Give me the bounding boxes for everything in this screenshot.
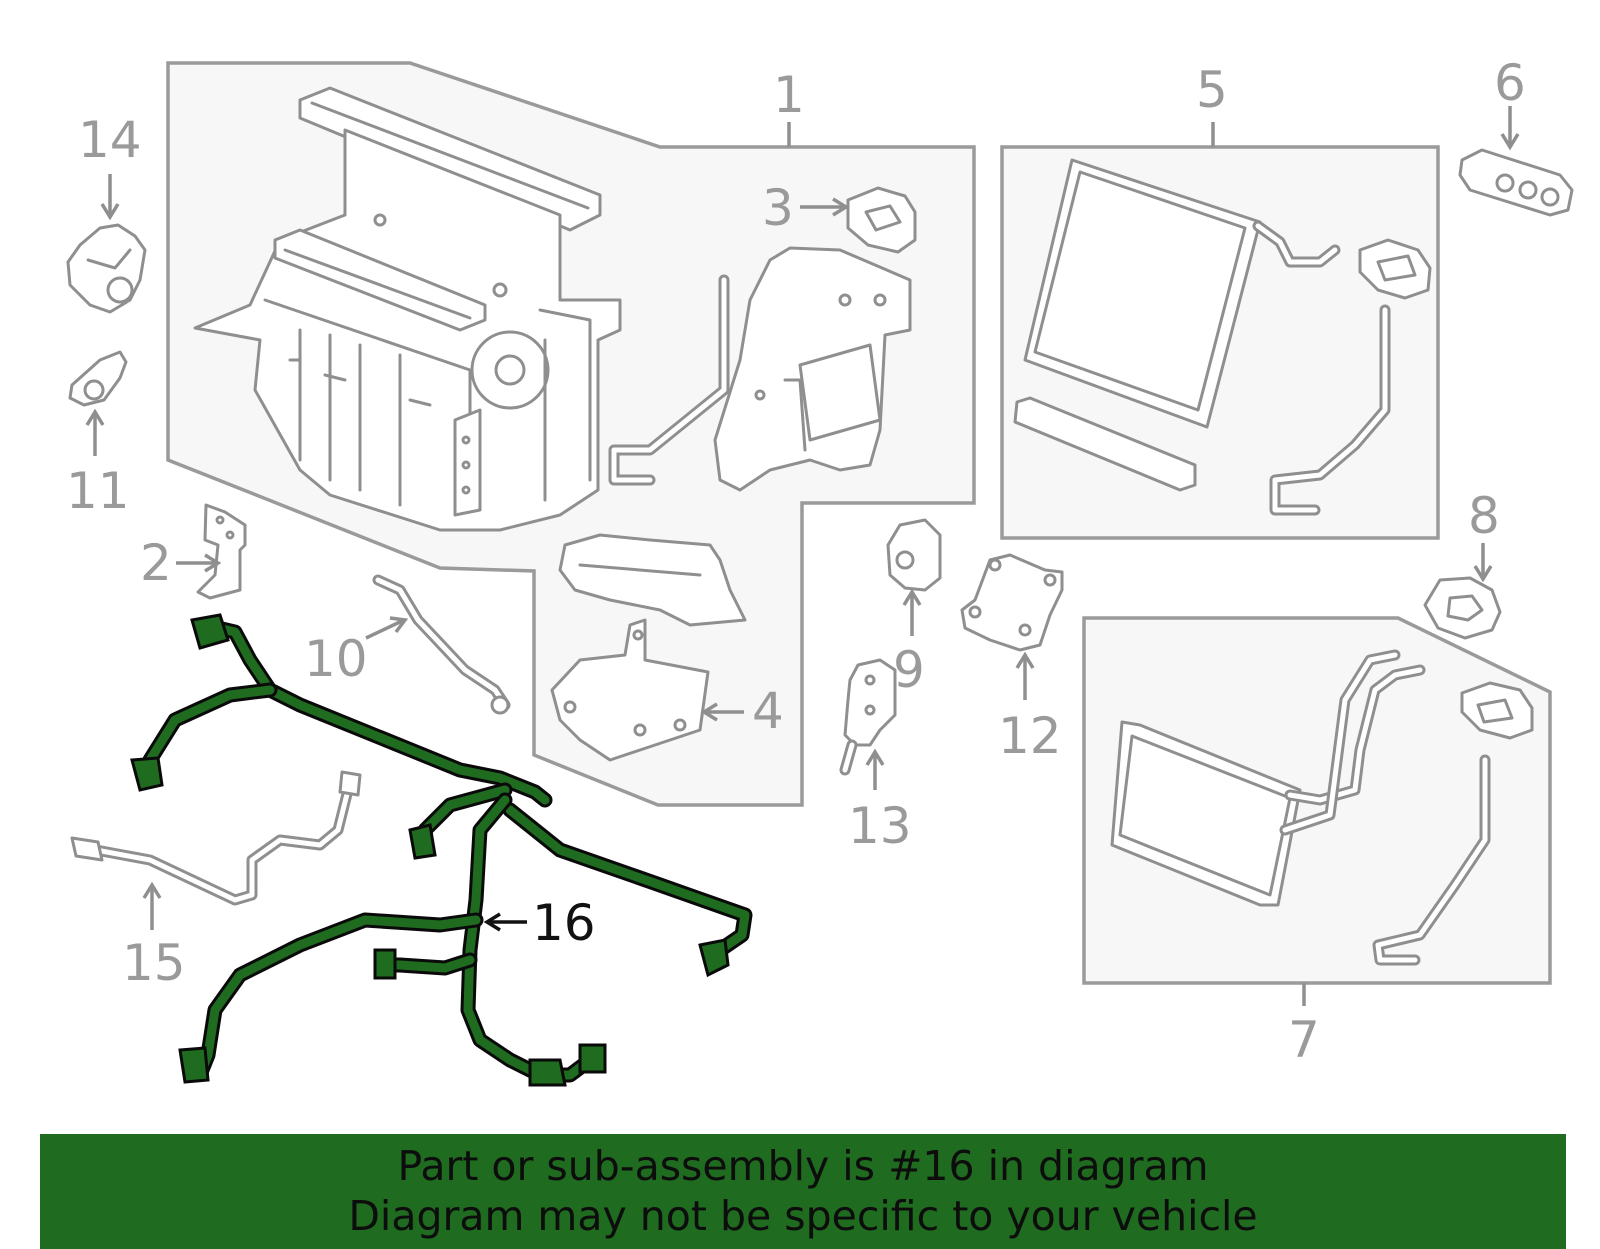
part-7-heater-core xyxy=(1110,649,1426,907)
leader-10 xyxy=(365,618,405,640)
heater-gasket-part xyxy=(1460,681,1534,740)
part-13-actuator xyxy=(839,658,897,776)
callout-16: 16 xyxy=(532,894,596,952)
part-14-actuator xyxy=(66,223,147,314)
callout-7: 7 xyxy=(1288,1011,1320,1069)
banner-line-2: Diagram may not be specific to your vehi… xyxy=(348,1192,1258,1240)
callout-15: 15 xyxy=(122,934,186,992)
callout-6: 6 xyxy=(1494,54,1526,112)
callout-12: 12 xyxy=(998,707,1062,765)
heater-drain-part xyxy=(1372,754,1491,966)
callout-3: 3 xyxy=(762,179,794,237)
lower-bracket-part xyxy=(558,533,747,627)
callout-14: 14 xyxy=(78,111,142,169)
duct-housing-part xyxy=(713,246,912,492)
part-6-grommet xyxy=(1458,148,1574,217)
callout-4: 4 xyxy=(752,682,784,740)
callout-11: 11 xyxy=(66,462,130,520)
hvac-case-part xyxy=(193,86,622,532)
part-2-bracket xyxy=(196,503,247,600)
part-15-cable xyxy=(70,770,362,906)
part-4-case xyxy=(550,618,710,762)
callout-10: 10 xyxy=(304,630,368,688)
part-11-sensor xyxy=(68,350,128,407)
callout-13: 13 xyxy=(848,797,912,855)
evaporator-drain-part xyxy=(1269,304,1391,516)
info-banner: Part or sub-assembly is #16 in diagram D… xyxy=(40,1134,1566,1249)
part-12-bracket xyxy=(960,553,1064,652)
drain-pipe-part xyxy=(608,274,730,486)
callout-2: 2 xyxy=(140,534,172,592)
callout-5: 5 xyxy=(1196,61,1228,119)
part-10-pipe xyxy=(372,574,511,715)
banner-line-1: Part or sub-assembly is #16 in diagram xyxy=(397,1142,1209,1190)
part-3-gasket xyxy=(846,186,917,254)
evaporator-gasket-part xyxy=(1358,238,1432,300)
callout-1: 1 xyxy=(773,66,805,124)
part-9-motor xyxy=(886,518,942,592)
part-16-wire-harness xyxy=(130,613,753,1087)
part-8-seal xyxy=(1423,576,1502,640)
part-5-evaporator xyxy=(1013,158,1341,492)
callout-9: 9 xyxy=(893,641,925,699)
callout-8: 8 xyxy=(1468,487,1500,545)
